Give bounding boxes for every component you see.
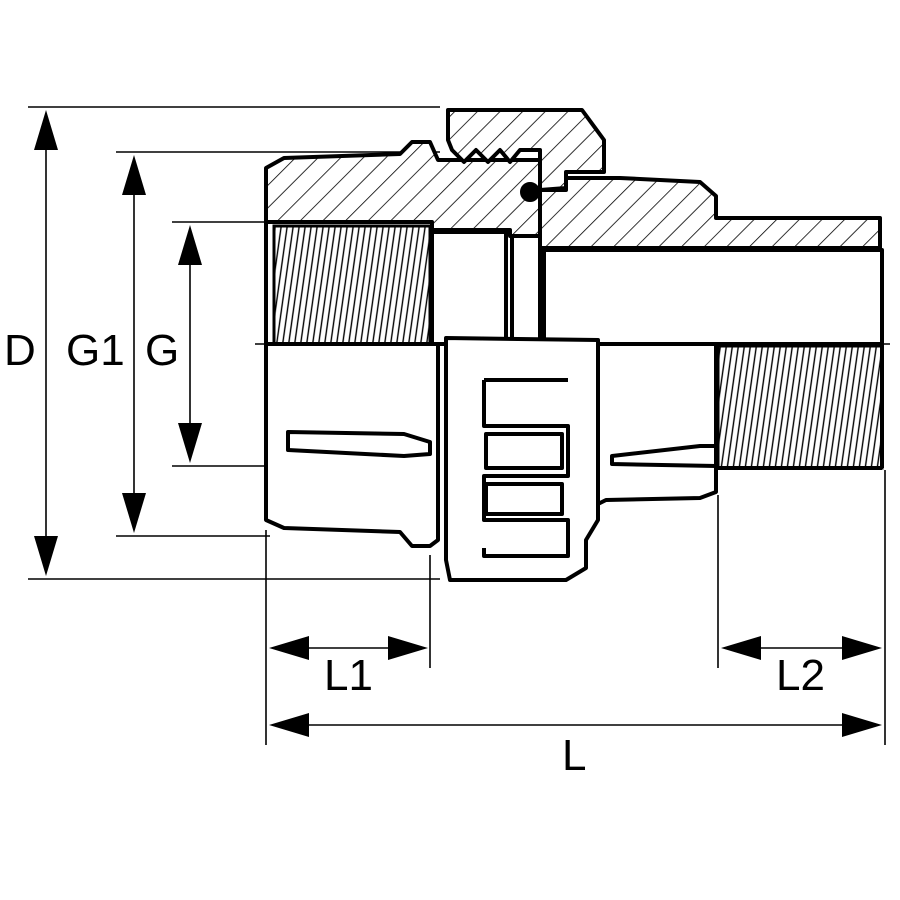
upper-section-view bbox=[264, 108, 884, 348]
label-D: D bbox=[4, 326, 36, 375]
dimension-D: D bbox=[4, 106, 440, 580]
dimension-L2: L2 bbox=[717, 470, 886, 745]
label-L: L bbox=[562, 731, 586, 780]
dimension-G1: G1 bbox=[66, 151, 440, 537]
label-G1: G1 bbox=[66, 326, 125, 375]
female-thread bbox=[272, 224, 432, 348]
label-L2: L2 bbox=[776, 651, 825, 700]
male-thread bbox=[716, 344, 884, 470]
dimension-L1: L1 bbox=[265, 530, 431, 745]
dimension-L: L bbox=[269, 713, 882, 780]
label-G: G bbox=[145, 326, 179, 375]
lower-exterior-view bbox=[264, 336, 884, 582]
o-ring bbox=[520, 182, 540, 202]
label-L1: L1 bbox=[324, 651, 373, 700]
dimension-G: G bbox=[145, 221, 270, 467]
